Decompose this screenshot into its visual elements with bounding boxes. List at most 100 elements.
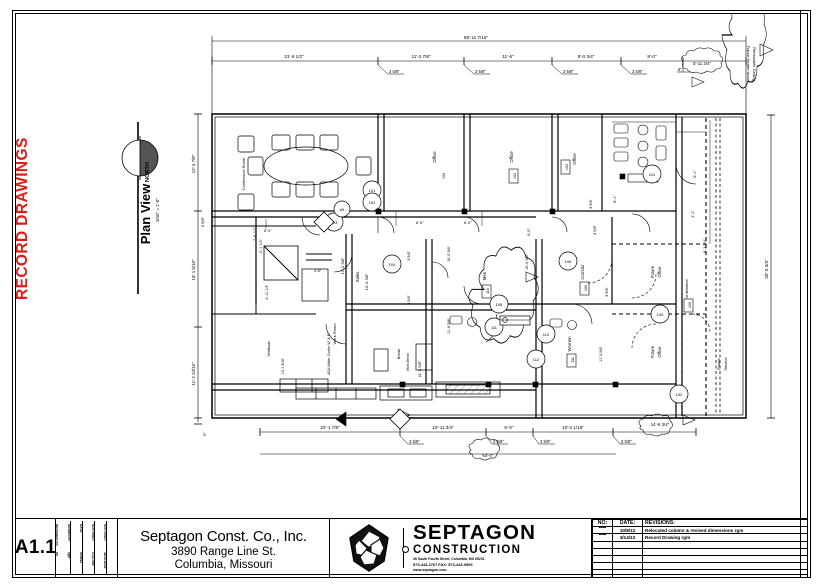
- sheet-border-outer: [12, 10, 811, 578]
- company-address-1: 3890 Range Line St.: [171, 545, 276, 558]
- room-label-work: Work Room: [332, 323, 337, 345]
- sheet-number: A1.1: [14, 537, 57, 558]
- room-label-conference: Conference Room: [241, 157, 246, 190]
- room-tag-c: 104: [565, 164, 569, 170]
- dim-top-col-1: 3 5/8": [389, 69, 400, 74]
- door-tag-bubble: 132: [669, 384, 689, 404]
- svg-text:104: 104: [389, 262, 396, 267]
- door-tag-bubble: 108: [489, 294, 509, 314]
- dim-bot-col-2: 3 5/8": [493, 439, 504, 444]
- stamp-scc-project: SCC PROJ: 3E12-8118: [103, 524, 107, 569]
- septagon-heptagon-logo: [349, 524, 389, 572]
- svg-text:106: 106: [565, 259, 572, 264]
- revision-row-empty: [592, 569, 808, 578]
- dim-bot-col-3: 3 5/8": [540, 439, 551, 444]
- door-tag-bubble: A5: [333, 200, 351, 218]
- room-label-sales: Sales: [355, 271, 360, 283]
- svg-text:112: 112: [533, 357, 540, 362]
- room-label-future-office-1: Future: [650, 265, 655, 278]
- revision-table: NO: DATE: REVISIONS: 1 10/8/12 Relocated…: [592, 518, 808, 578]
- logo-subwordmark: CONSTRUCTION: [413, 543, 522, 556]
- svg-text:3 5/8": 3 5/8": [589, 198, 593, 208]
- room-label-future-office-2b: Office: [657, 346, 662, 358]
- sheet-border-inner: [15, 13, 808, 575]
- svg-text:6'-0": 6'-0": [464, 221, 472, 225]
- company-address-2: Columbia, Missouri: [174, 558, 273, 571]
- revision-text: Relocated column & revised dimensions rg…: [642, 526, 808, 535]
- revision-date: 3/14/13: [612, 533, 643, 542]
- revision-row: 1 10/8/12 Relocated column & revised dim…: [592, 526, 808, 535]
- room-tag-unfinished: 130: [688, 302, 692, 308]
- svg-text:3 5/8": 3 5/8": [605, 286, 609, 296]
- svg-text:4'-11 1/4": 4'-11 1/4": [265, 283, 269, 299]
- svg-text:Removable Ceiling: Removable Ceiling: [752, 47, 757, 81]
- revision-block: NO: DATE: REVISIONS: 1 10/8/12 Relocated…: [592, 518, 808, 578]
- svg-text:3 5/8": 3 5/8": [593, 224, 597, 234]
- revision-date: 10/8/12: [612, 526, 643, 535]
- room-label-office-c: Office: [572, 153, 577, 165]
- svg-text:4'-1": 4'-1": [691, 210, 695, 218]
- stamp-sco-project: SCO PROJ: 5-12-409: [91, 521, 107, 575]
- room-label-unfinished: Unfinished: [684, 280, 689, 299]
- revision-row: 2 3/14/13 Record Drawing rgm: [592, 533, 808, 542]
- dim-top-overall: 68'-11 7/16": [464, 35, 489, 40]
- door-tag-bubble: 130: [650, 304, 670, 324]
- dim-top-col-3: 3 5/8": [563, 69, 574, 74]
- dim-left-seg-1: 12'-4 7/8": [191, 154, 196, 173]
- svg-text:103: 103: [331, 220, 338, 225]
- sheet-number-cell: A1.1: [14, 519, 57, 577]
- door-tag-bubble: 106: [558, 251, 578, 271]
- room-tag-women: 111: [571, 357, 575, 362]
- revision-cloud-column: [468, 246, 539, 344]
- revision-row-empty: [592, 562, 808, 571]
- revision-row-empty: [592, 540, 808, 549]
- dim-right-overall: 40'-0 3/4": [764, 259, 769, 279]
- stamp-reviewed-by: REVIEWED BY: mr: [55, 521, 71, 575]
- svg-text:2'-1 1/2": 2'-1 1/2": [259, 238, 263, 253]
- dim-top-seg-4: 9'-0 3/4": [578, 54, 595, 59]
- revision-cloud-bottom-14: 14'-6 3/4": [638, 413, 673, 437]
- svg-text:6'-0": 6'-0": [527, 228, 531, 236]
- svg-text:11'-6 5/8": 11'-6 5/8": [417, 360, 422, 377]
- door-tag-bubble: 104: [382, 254, 402, 274]
- svg-text:2: 2: [602, 534, 604, 535]
- north-label: NORTH: [145, 162, 151, 182]
- dim-top-seg-2: 11'-3 7/8": [411, 54, 430, 59]
- door-tag-bubble: 112: [526, 349, 546, 369]
- dim-bot-col-1: 3 5/8": [409, 439, 420, 444]
- room-label-corridor: Corridor: [580, 264, 585, 280]
- room-label-future-office-2: Future: [650, 345, 655, 358]
- svg-text:12'-0 3/8": 12'-0 3/8": [340, 257, 345, 274]
- room-label-office-b: Office: [432, 151, 437, 163]
- dim-top-col-2: 3 5/8": [475, 69, 486, 74]
- dim-left-small-2: 6": [202, 432, 207, 436]
- svg-text:114: 114: [649, 172, 656, 177]
- revision-row-empty: [592, 547, 808, 556]
- room-label-future-service: Future: [716, 357, 721, 369]
- room-tag-corridor: 100: [584, 285, 588, 291]
- revision-header-row: NO: DATE: REVISIONS:: [592, 518, 808, 528]
- logo-wordmark: SEPTAGON: [413, 521, 537, 545]
- revision-header-no: NO:: [592, 518, 613, 528]
- room-label-break: Break: [396, 349, 401, 359]
- stamp-date: DATE: 5/06/12: [79, 521, 95, 575]
- svg-text:3 5/8": 3 5/8": [407, 294, 411, 304]
- svg-text:8'-1": 8'-1": [613, 195, 617, 203]
- svg-text:4'-6": 4'-6": [314, 269, 322, 273]
- plan-scale: 3/16" = 1'-0": [155, 198, 160, 222]
- stamp-drawn-by: DRAWN BY: rgm: [67, 521, 83, 575]
- logo-address: 28 South Fourth Street, Columbia, MO 652…: [413, 557, 485, 562]
- svg-text:2'-6 1/2": 2'-6 1/2": [253, 226, 257, 241]
- svg-text:6'-0": 6'-0": [416, 221, 424, 225]
- plan-title: Plan View: [138, 183, 153, 244]
- svg-text:108: 108: [496, 302, 503, 307]
- svg-text:Work Bench: Work Bench: [406, 353, 410, 372]
- dim-top-seg-5: 8'-0": [647, 54, 657, 59]
- svg-text:102: 102: [369, 200, 376, 205]
- logo-phone: 573-443-2767 FAX: 573-443-0999: [413, 562, 473, 568]
- revision-row-empty: [592, 554, 808, 564]
- svg-text:A5: A5: [340, 208, 345, 212]
- svg-text:110: 110: [543, 332, 550, 337]
- door-tag-bubble: 111: [484, 317, 504, 337]
